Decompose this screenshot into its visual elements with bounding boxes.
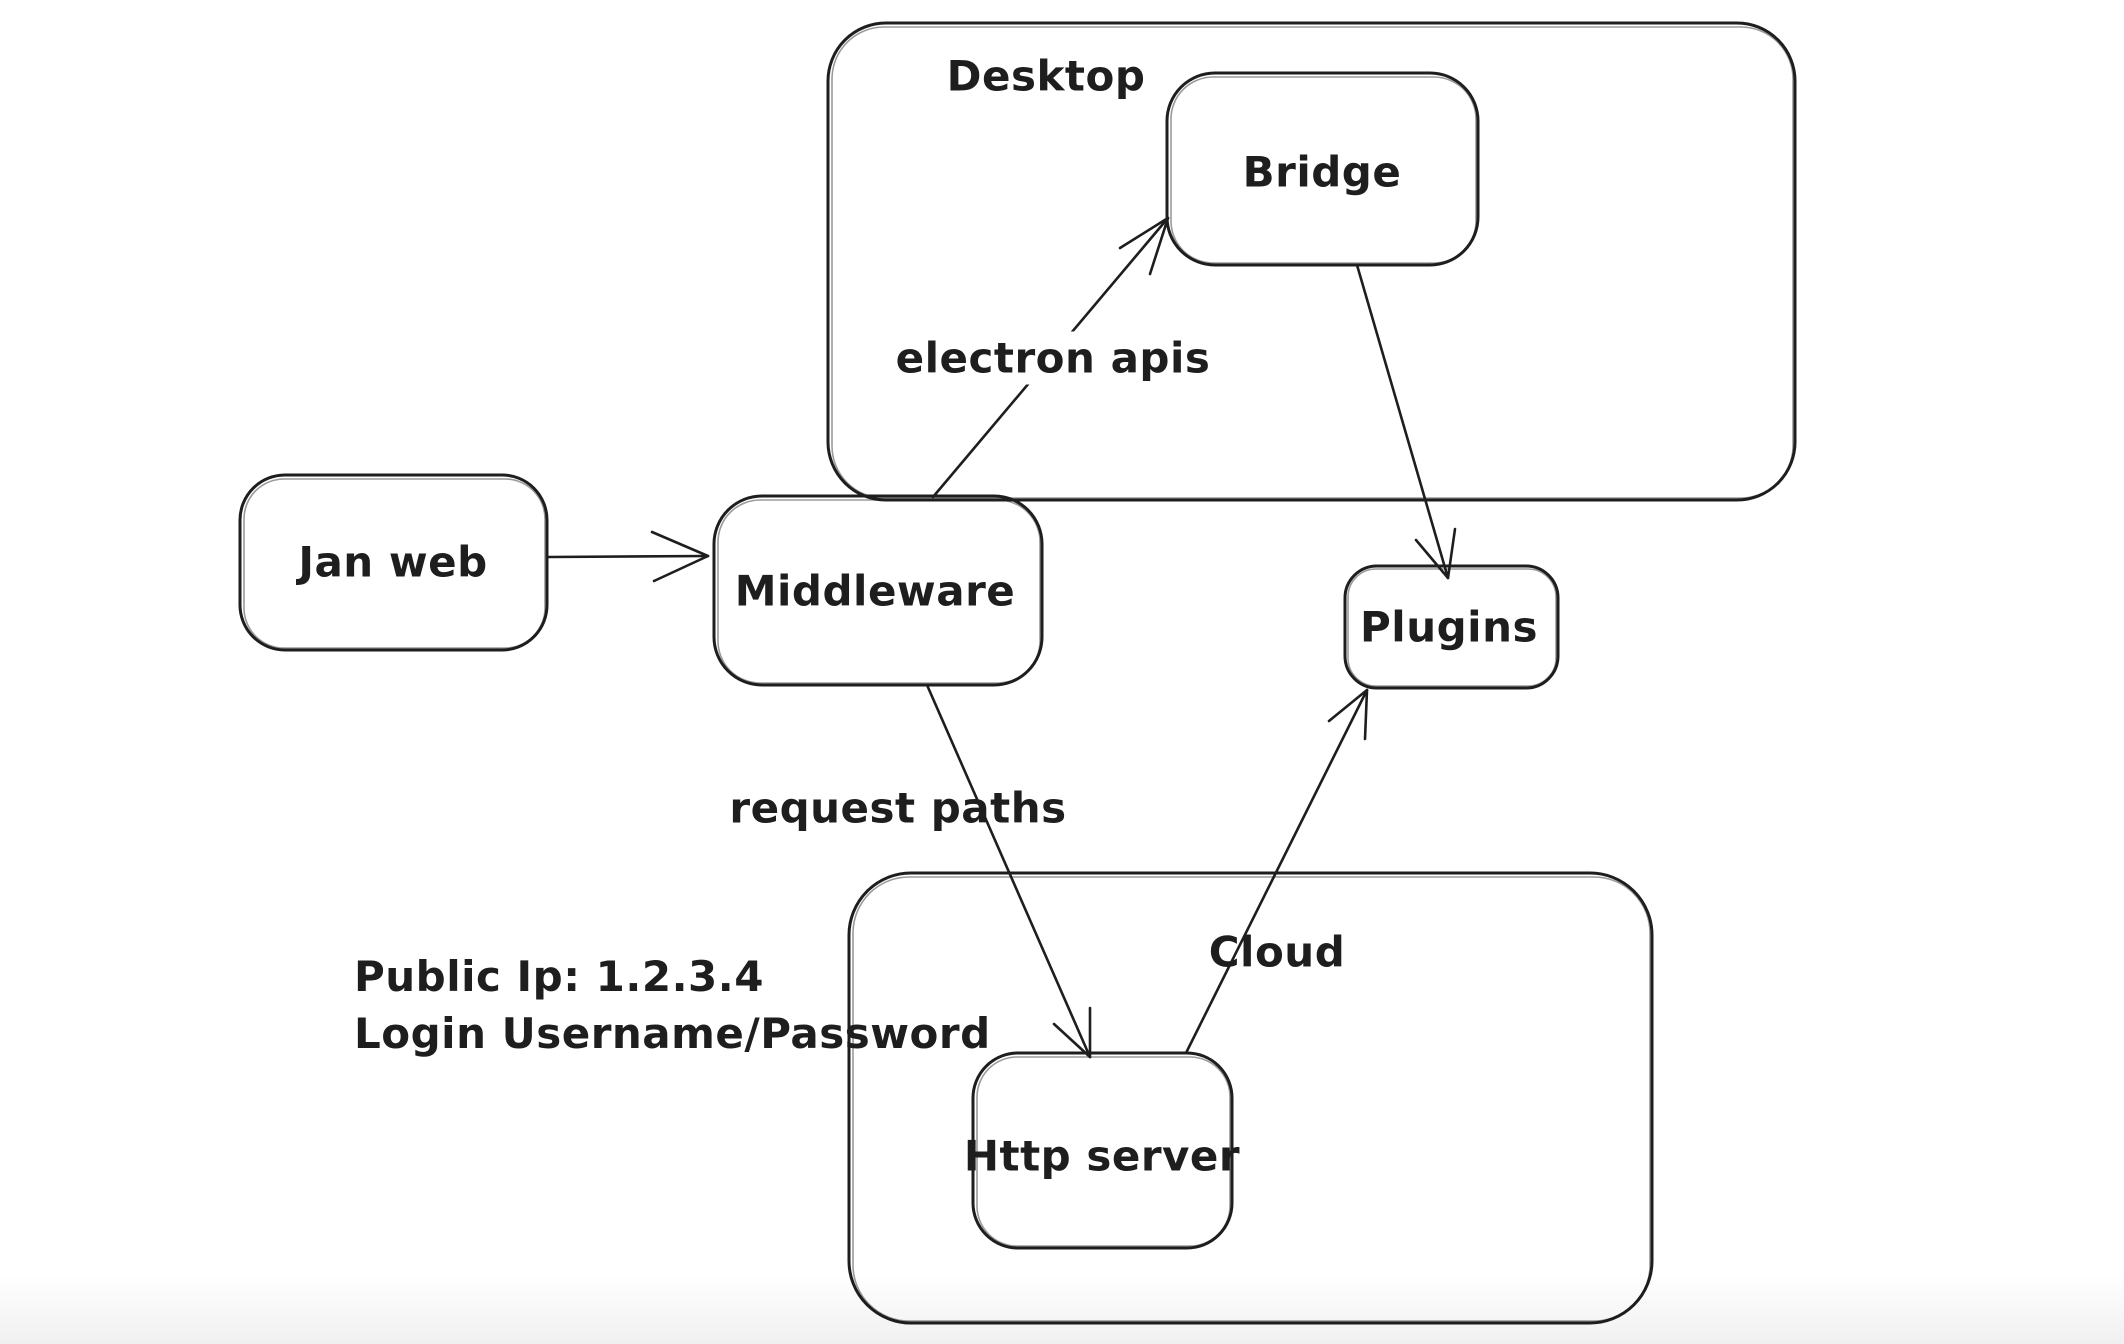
http-server-label[interactable]: Http server (963, 1131, 1241, 1181)
arrow-janweb-to-middleware[interactable] (547, 530, 710, 583)
arrow-httpserver-to-plugins[interactable] (1184, 688, 1369, 1055)
credentials-annotation[interactable]: Public Ip: 1.2.3.4 Login Username/Passwo… (354, 948, 991, 1062)
login-credentials-text: Login Username/Password (354, 1009, 991, 1058)
public-ip-text: Public Ip: 1.2.3.4 (354, 952, 764, 1001)
arrow-bridge-to-plugins[interactable] (1355, 263, 1457, 580)
cloud-container-label[interactable]: Cloud (1208, 927, 1346, 977)
cloud-container-box[interactable] (847, 871, 1654, 1325)
desktop-container-label[interactable]: Desktop (946, 51, 1146, 101)
plugins-label[interactable]: Plugins (1360, 602, 1538, 652)
middleware-box[interactable] (712, 494, 1044, 687)
request-paths-edge-label[interactable]: request paths (729, 783, 1067, 833)
jan-web-box[interactable] (238, 473, 549, 652)
bridge-box[interactable] (1165, 71, 1480, 267)
jan-web-label[interactable]: Jan web (298, 537, 488, 587)
http-server-box[interactable] (971, 1051, 1234, 1250)
arrow-middleware-to-httpserver[interactable] (925, 683, 1092, 1059)
bridge-label[interactable]: Bridge (1242, 147, 1402, 197)
desktop-container-box[interactable] (826, 21, 1797, 502)
plugins-box[interactable] (1343, 564, 1560, 690)
electron-apis-edge-label[interactable]: electron apis (885, 331, 1221, 385)
middleware-label[interactable]: Middleware (734, 566, 1016, 616)
